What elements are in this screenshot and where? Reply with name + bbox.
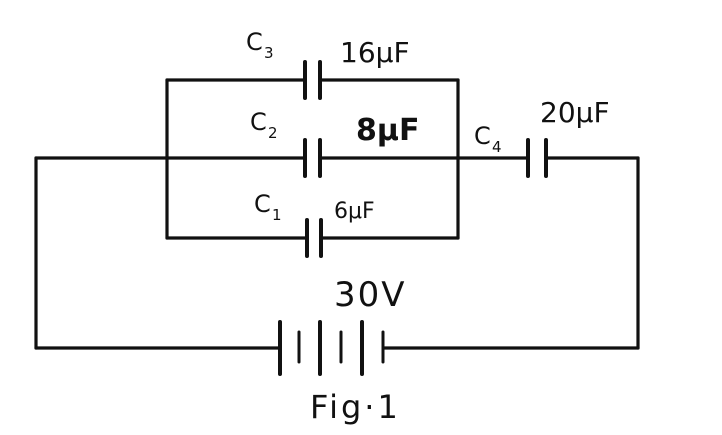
c1-subscript: 1	[272, 206, 282, 224]
c4-subscript: 4	[492, 138, 502, 156]
c4-value: 20μF	[540, 96, 610, 129]
figure-caption: Fig·1	[310, 388, 401, 426]
c1-value: 6μF	[334, 199, 375, 224]
c2-subscript: 2	[268, 124, 278, 142]
battery-voltage-label: 30V	[334, 275, 407, 315]
c4-label: C	[474, 122, 491, 150]
battery: 30V	[278, 275, 407, 376]
parallel-block-wires	[165, 78, 460, 240]
capacitor-c3: C 3 16μF	[246, 28, 410, 100]
c2-value: 8μF	[356, 113, 419, 148]
capacitor-c2: C 2 8μF	[250, 108, 419, 178]
capacitor-c1: C 1 6μF	[254, 190, 375, 258]
c3-subscript: 3	[264, 44, 274, 62]
outer-loop-wires	[34, 156, 640, 350]
capacitor-c4: C 4 20μF	[474, 96, 610, 178]
c3-value: 16μF	[340, 36, 410, 69]
c2-label: C	[250, 108, 267, 136]
c1-label: C	[254, 190, 271, 218]
c3-label: C	[246, 28, 263, 56]
